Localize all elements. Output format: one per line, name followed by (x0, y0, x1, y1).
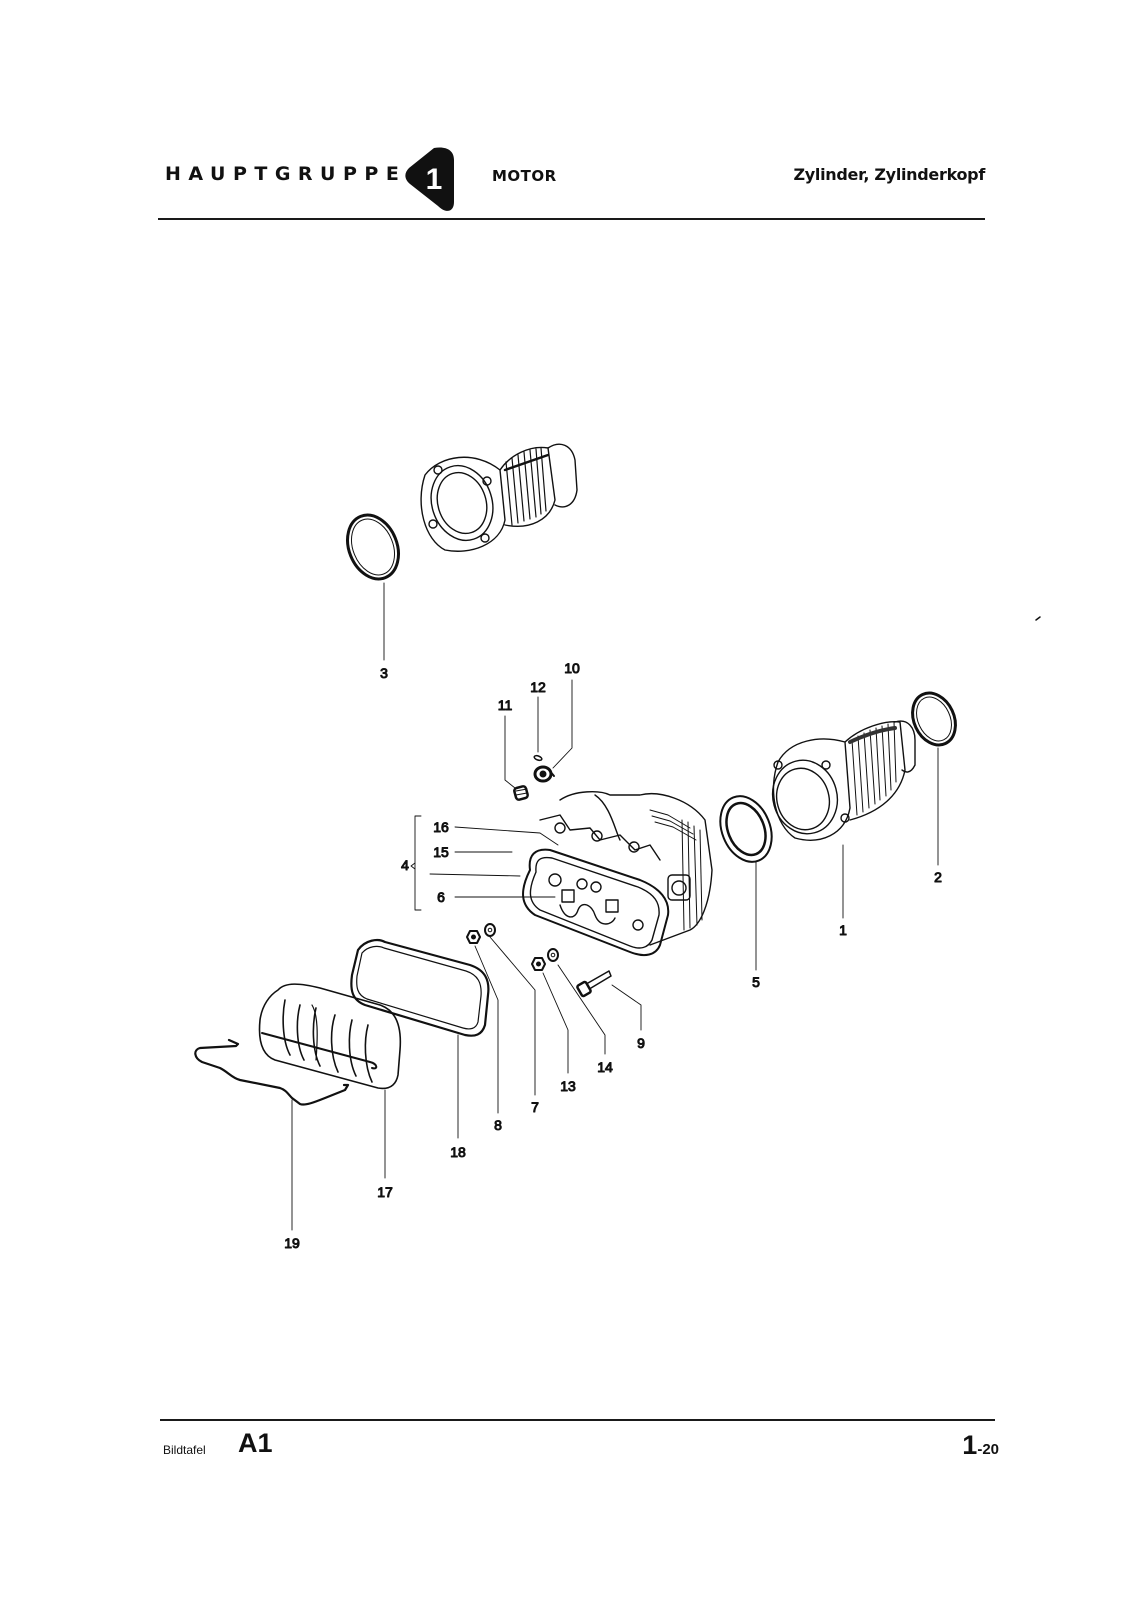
group-heading: HAUPTGRUPPE (165, 163, 407, 185)
part-11-insert (513, 785, 529, 801)
part-2-seal-ring (911, 691, 957, 747)
part-5-seal-ring (719, 795, 773, 863)
page-minor: 20 (982, 1441, 999, 1458)
part-10-plug (533, 765, 555, 783)
header-rule (158, 218, 985, 220)
callout-14: 14 (597, 1059, 613, 1075)
callout-17: 17 (377, 1184, 393, 1200)
part-13-nut (531, 957, 546, 971)
part-12-pin (533, 754, 543, 762)
part-8-nut (466, 930, 481, 944)
callout-5: 5 (752, 974, 760, 990)
callout-3: 3 (380, 665, 388, 681)
part-9-stud (576, 970, 612, 998)
callout-19: 19 (284, 1235, 300, 1251)
callout-10: 10 (564, 660, 580, 676)
part-3-seal-ring (346, 513, 400, 581)
part-18-gasket (350, 939, 490, 1037)
callout-labels: 1 2 3 4 5 6 7 8 9 10 11 12 13 14 15 16 1… (284, 660, 943, 1252)
scan-mark (1035, 616, 1041, 621)
page-number: 1-20 (962, 1430, 999, 1461)
callout-16: 16 (433, 819, 449, 835)
callout-18: 18 (450, 1144, 466, 1160)
part-17-valve-cover (258, 983, 402, 1090)
page-separator: - (977, 1441, 983, 1458)
part-14-washer (547, 948, 559, 962)
callout-2: 2 (934, 869, 942, 885)
part-7-washer (484, 923, 496, 937)
callout-12: 12 (530, 679, 546, 695)
plate-label: Bildtafel (163, 1443, 206, 1457)
page-title: Zylinder, Zylinderkopf (793, 165, 986, 184)
group-number-badge: 1 (404, 146, 458, 212)
callout-9: 9 (637, 1035, 645, 1051)
leader-lines (291, 582, 939, 1231)
callout-1: 1 (839, 922, 847, 938)
callout-13: 13 (560, 1078, 576, 1094)
page-major: 1 (962, 1430, 978, 1460)
part-4-cylinder-head (522, 791, 713, 957)
part-upper-cylinder (420, 443, 578, 552)
section-heading: MOTOR (492, 167, 557, 185)
callout-7: 7 (531, 1099, 539, 1115)
footer-rule (160, 1419, 995, 1421)
group-number: 1 (426, 163, 443, 196)
callout-8: 8 (494, 1117, 502, 1133)
part-1-cylinder (771, 720, 916, 841)
badge-shape-icon: 1 (405, 147, 454, 211)
callout-6: 6 (437, 889, 445, 905)
callout-15: 15 (433, 844, 449, 860)
part-19-bail (194, 1038, 350, 1106)
callout-11: 11 (498, 697, 513, 713)
callout-4: 4 (401, 857, 409, 873)
plate-id: A1 (238, 1428, 273, 1458)
